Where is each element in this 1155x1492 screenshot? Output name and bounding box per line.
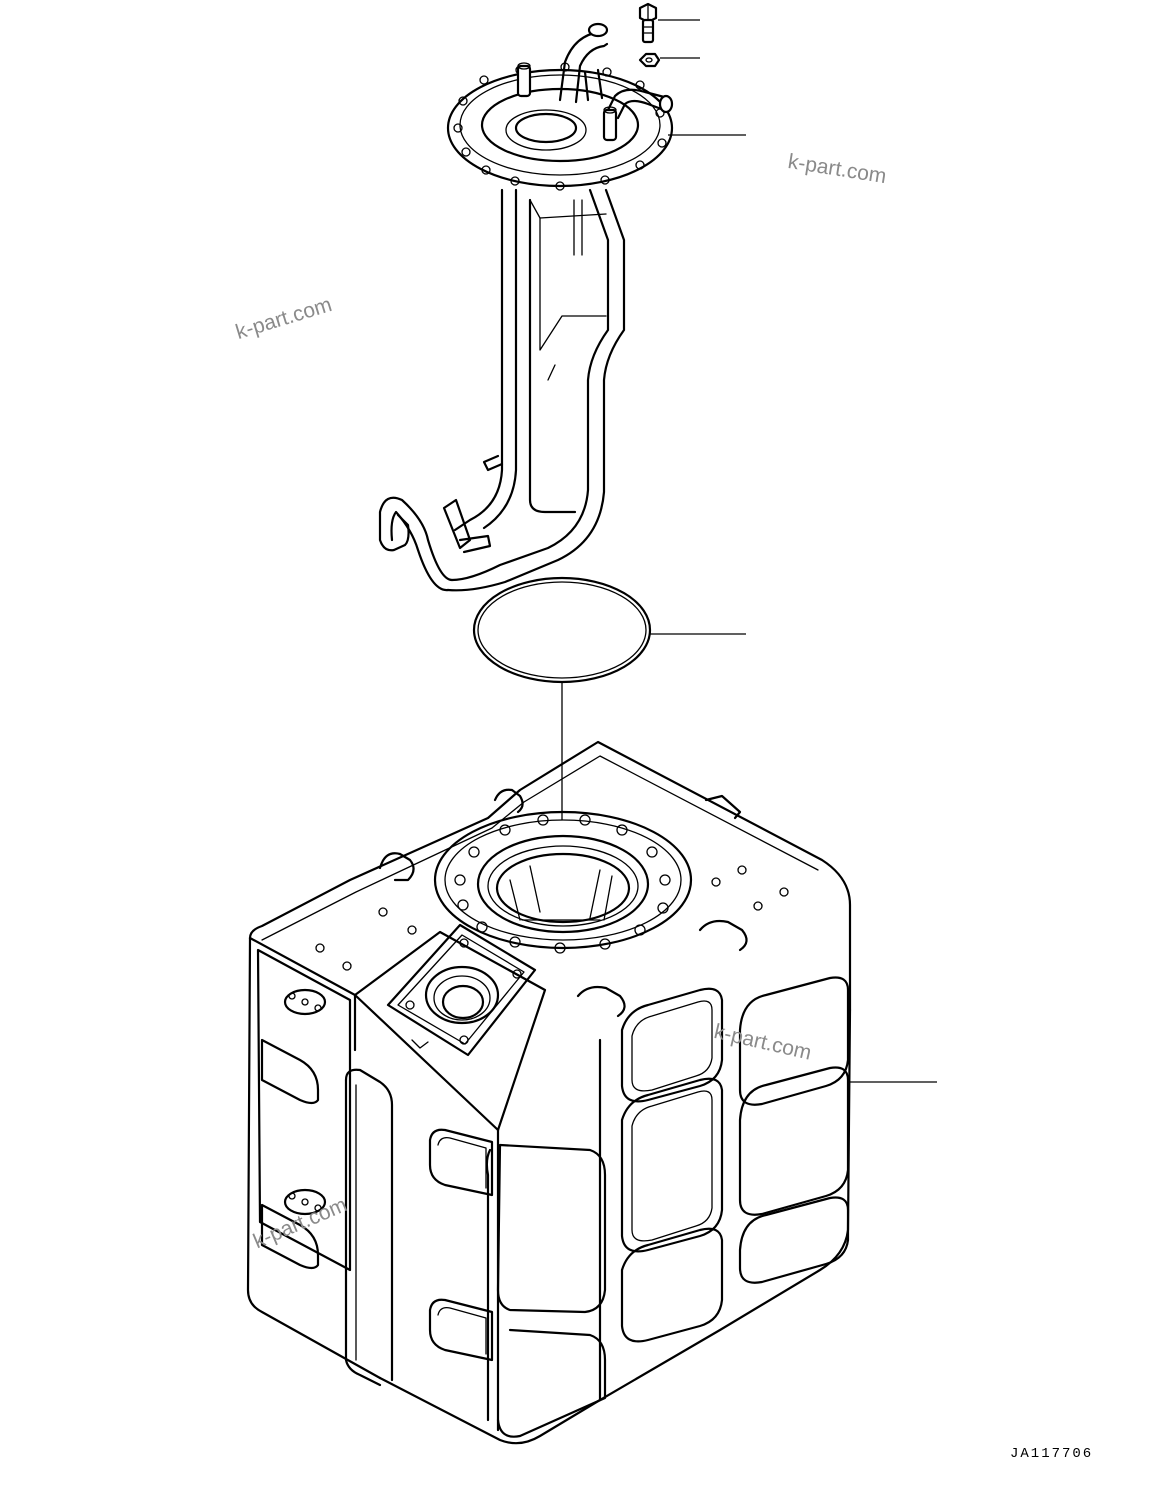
fuel-tank-icon — [246, 740, 852, 1445]
washer-icon — [638, 52, 661, 68]
fuel-sender-assembly-icon — [378, 22, 674, 592]
drawing-code-label: JA117706 — [1010, 1446, 1094, 1462]
bolt-icon — [638, 2, 658, 44]
o-ring-icon — [472, 576, 652, 684]
